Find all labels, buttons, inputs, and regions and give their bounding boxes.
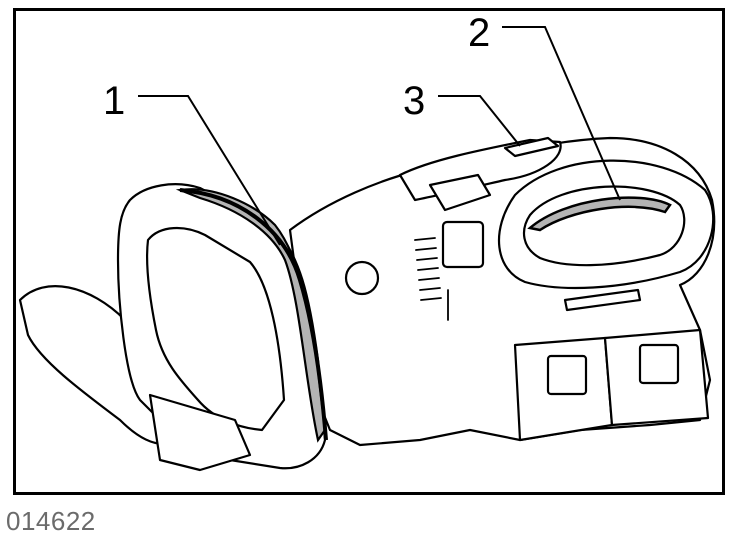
handle-base [148,393,252,472]
body-slot [563,288,642,312]
vent-ribs [414,237,449,321]
callout-2: 2 [468,11,490,55]
switch-lever [503,136,560,158]
leader-line-2 [502,26,621,201]
figure-code: 014622 [6,506,96,536]
side-panel [441,220,485,269]
side-cap [344,260,380,296]
battery-right-tab [638,343,680,385]
leader-line-3 [438,95,521,147]
callout-3: 3 [403,79,425,123]
rear-grip-edge [179,188,328,441]
lock-off-button [428,173,492,212]
callout-1: 1 [103,79,125,123]
battery-left-tab [546,354,588,396]
leader-line-1 [138,95,281,246]
rear-handle-opening [146,226,286,432]
front-grip-highlight [527,196,672,232]
